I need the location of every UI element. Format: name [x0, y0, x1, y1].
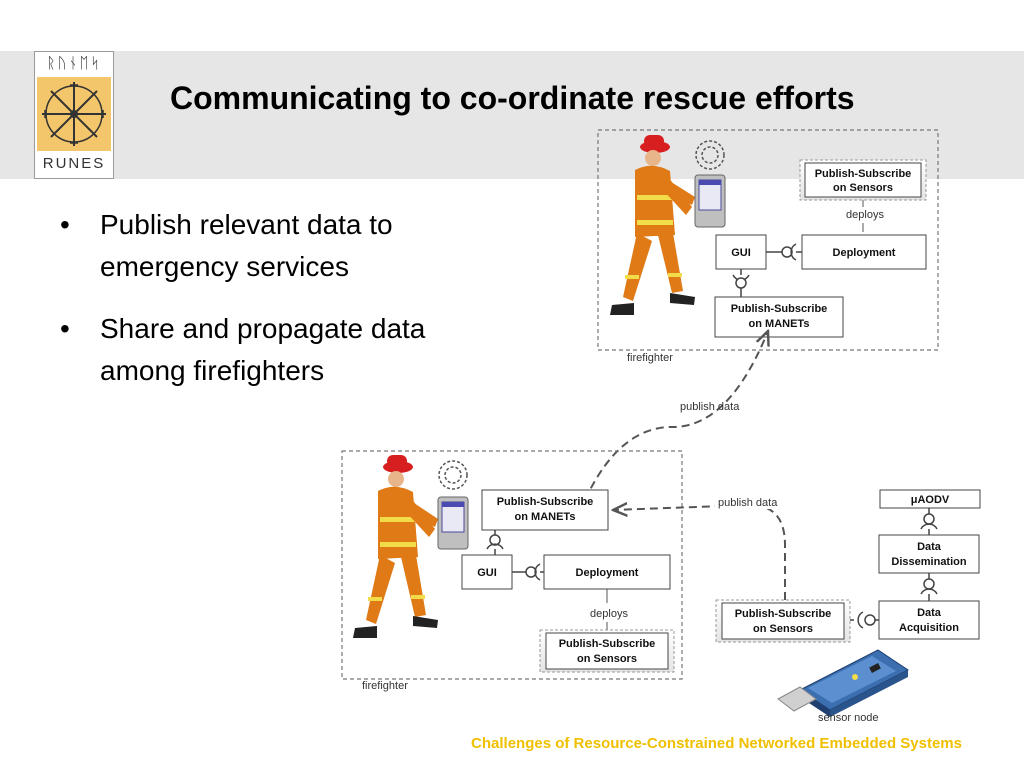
bullet-text: Share and propagate data among firefight…: [100, 313, 426, 386]
publish-data-right-label: publish data: [718, 497, 778, 509]
box-label-line: Publish-Subscribe: [731, 303, 828, 315]
firefighter-top-icon: [610, 135, 695, 315]
bottom-pubsub-manets-box: Publish-Subscribe on MANETs: [481, 489, 609, 531]
publish-data-top-label: publish data: [680, 401, 740, 413]
box-label-line: on MANETs: [515, 511, 576, 523]
bottom-gui-box: GUI: [461, 554, 513, 590]
bullet-item: • Share and propagate data among firefigh…: [60, 308, 480, 392]
publish-data-right-arrow: [613, 505, 786, 600]
bullet-dot: •: [60, 209, 70, 240]
bottom-deploys-label: deploys: [590, 608, 628, 620]
sensor-node-label: sensor node: [818, 712, 879, 724]
data-acquisition-box: Data Acquisition: [878, 600, 980, 640]
data-dissemination-box: Data Dissemination: [878, 534, 980, 574]
deployment-label: Deployment: [833, 247, 896, 259]
gui-label: GUI: [731, 247, 751, 259]
box-label-line: Publish-Subscribe: [497, 496, 594, 508]
bullet-item: • Publish relevant data to emergency serv…: [60, 204, 480, 288]
sensor-pubsub-sensors-box: Publish-Subscribe on Sensors: [715, 599, 851, 643]
box-label-line: on Sensors: [753, 623, 813, 635]
uaodv-box: μAODV: [879, 489, 981, 509]
compass-emblem-icon: [37, 77, 111, 151]
box-label-line: Publish-Subscribe: [735, 608, 832, 620]
box-label-line: Publish-Subscribe: [559, 638, 656, 650]
footer-caption: Challenges of Resource-Constrained Netwo…: [471, 735, 962, 752]
logo-wordmark: RUNES: [42, 155, 106, 172]
top-group-label: firefighter: [627, 352, 673, 364]
top-deploys-label: deploys: [846, 209, 884, 221]
architecture-diagram: firefighter Publish-Subscribe on Sensors…: [341, 129, 981, 724]
pda-device-top-icon: [694, 140, 726, 228]
top-pubsub-manets-box: Publish-Subscribe on MANETs: [714, 296, 844, 338]
runes-logo: ᚱᚢᚾᛖᛋ RUNES: [34, 51, 114, 179]
bottom-group-label: firefighter: [362, 680, 408, 692]
sensor-node-usb-icon: [777, 649, 909, 717]
bullet-list: • Publish relevant data to emergency serv…: [60, 204, 480, 412]
box-label-line: on Sensors: [833, 182, 893, 194]
bullet-dot: •: [60, 313, 70, 344]
uaodv-label: μAODV: [911, 494, 950, 506]
pda-device-bottom-icon: [437, 460, 469, 550]
top-gui-box: GUI: [715, 234, 767, 270]
box-label-line: Data: [917, 607, 942, 619]
firefighter-bottom-icon: [353, 455, 438, 638]
box-label-line: Publish-Subscribe: [815, 168, 912, 180]
box-label-line: on Sensors: [577, 653, 637, 665]
slide-title: Communicating to co-ordinate rescue effo…: [170, 80, 855, 116]
box-label-line: on MANETs: [749, 318, 810, 330]
logo-runes-text: ᚱᚢᚾᛖᛋ: [46, 54, 102, 72]
deployment-label: Deployment: [576, 567, 639, 579]
top-group-boundary: [597, 129, 939, 351]
publish-data-top-arrow: [584, 331, 768, 501]
top-pubsub-sensors-box: Publish-Subscribe on Sensors: [799, 159, 927, 201]
box-label-line: Dissemination: [891, 556, 966, 568]
bottom-group-boundary: [341, 450, 683, 680]
header-band: [0, 51, 1024, 179]
bottom-pubsub-sensors-box: Publish-Subscribe on Sensors: [539, 629, 675, 673]
gui-label: GUI: [477, 567, 497, 579]
bottom-deployment-box: Deployment: [543, 554, 671, 590]
top-deployment-box: Deployment: [801, 234, 927, 270]
bullet-text: Publish relevant data to emergency servi…: [100, 209, 393, 282]
box-label-line: Acquisition: [899, 622, 959, 634]
box-label-line: Data: [917, 541, 942, 553]
